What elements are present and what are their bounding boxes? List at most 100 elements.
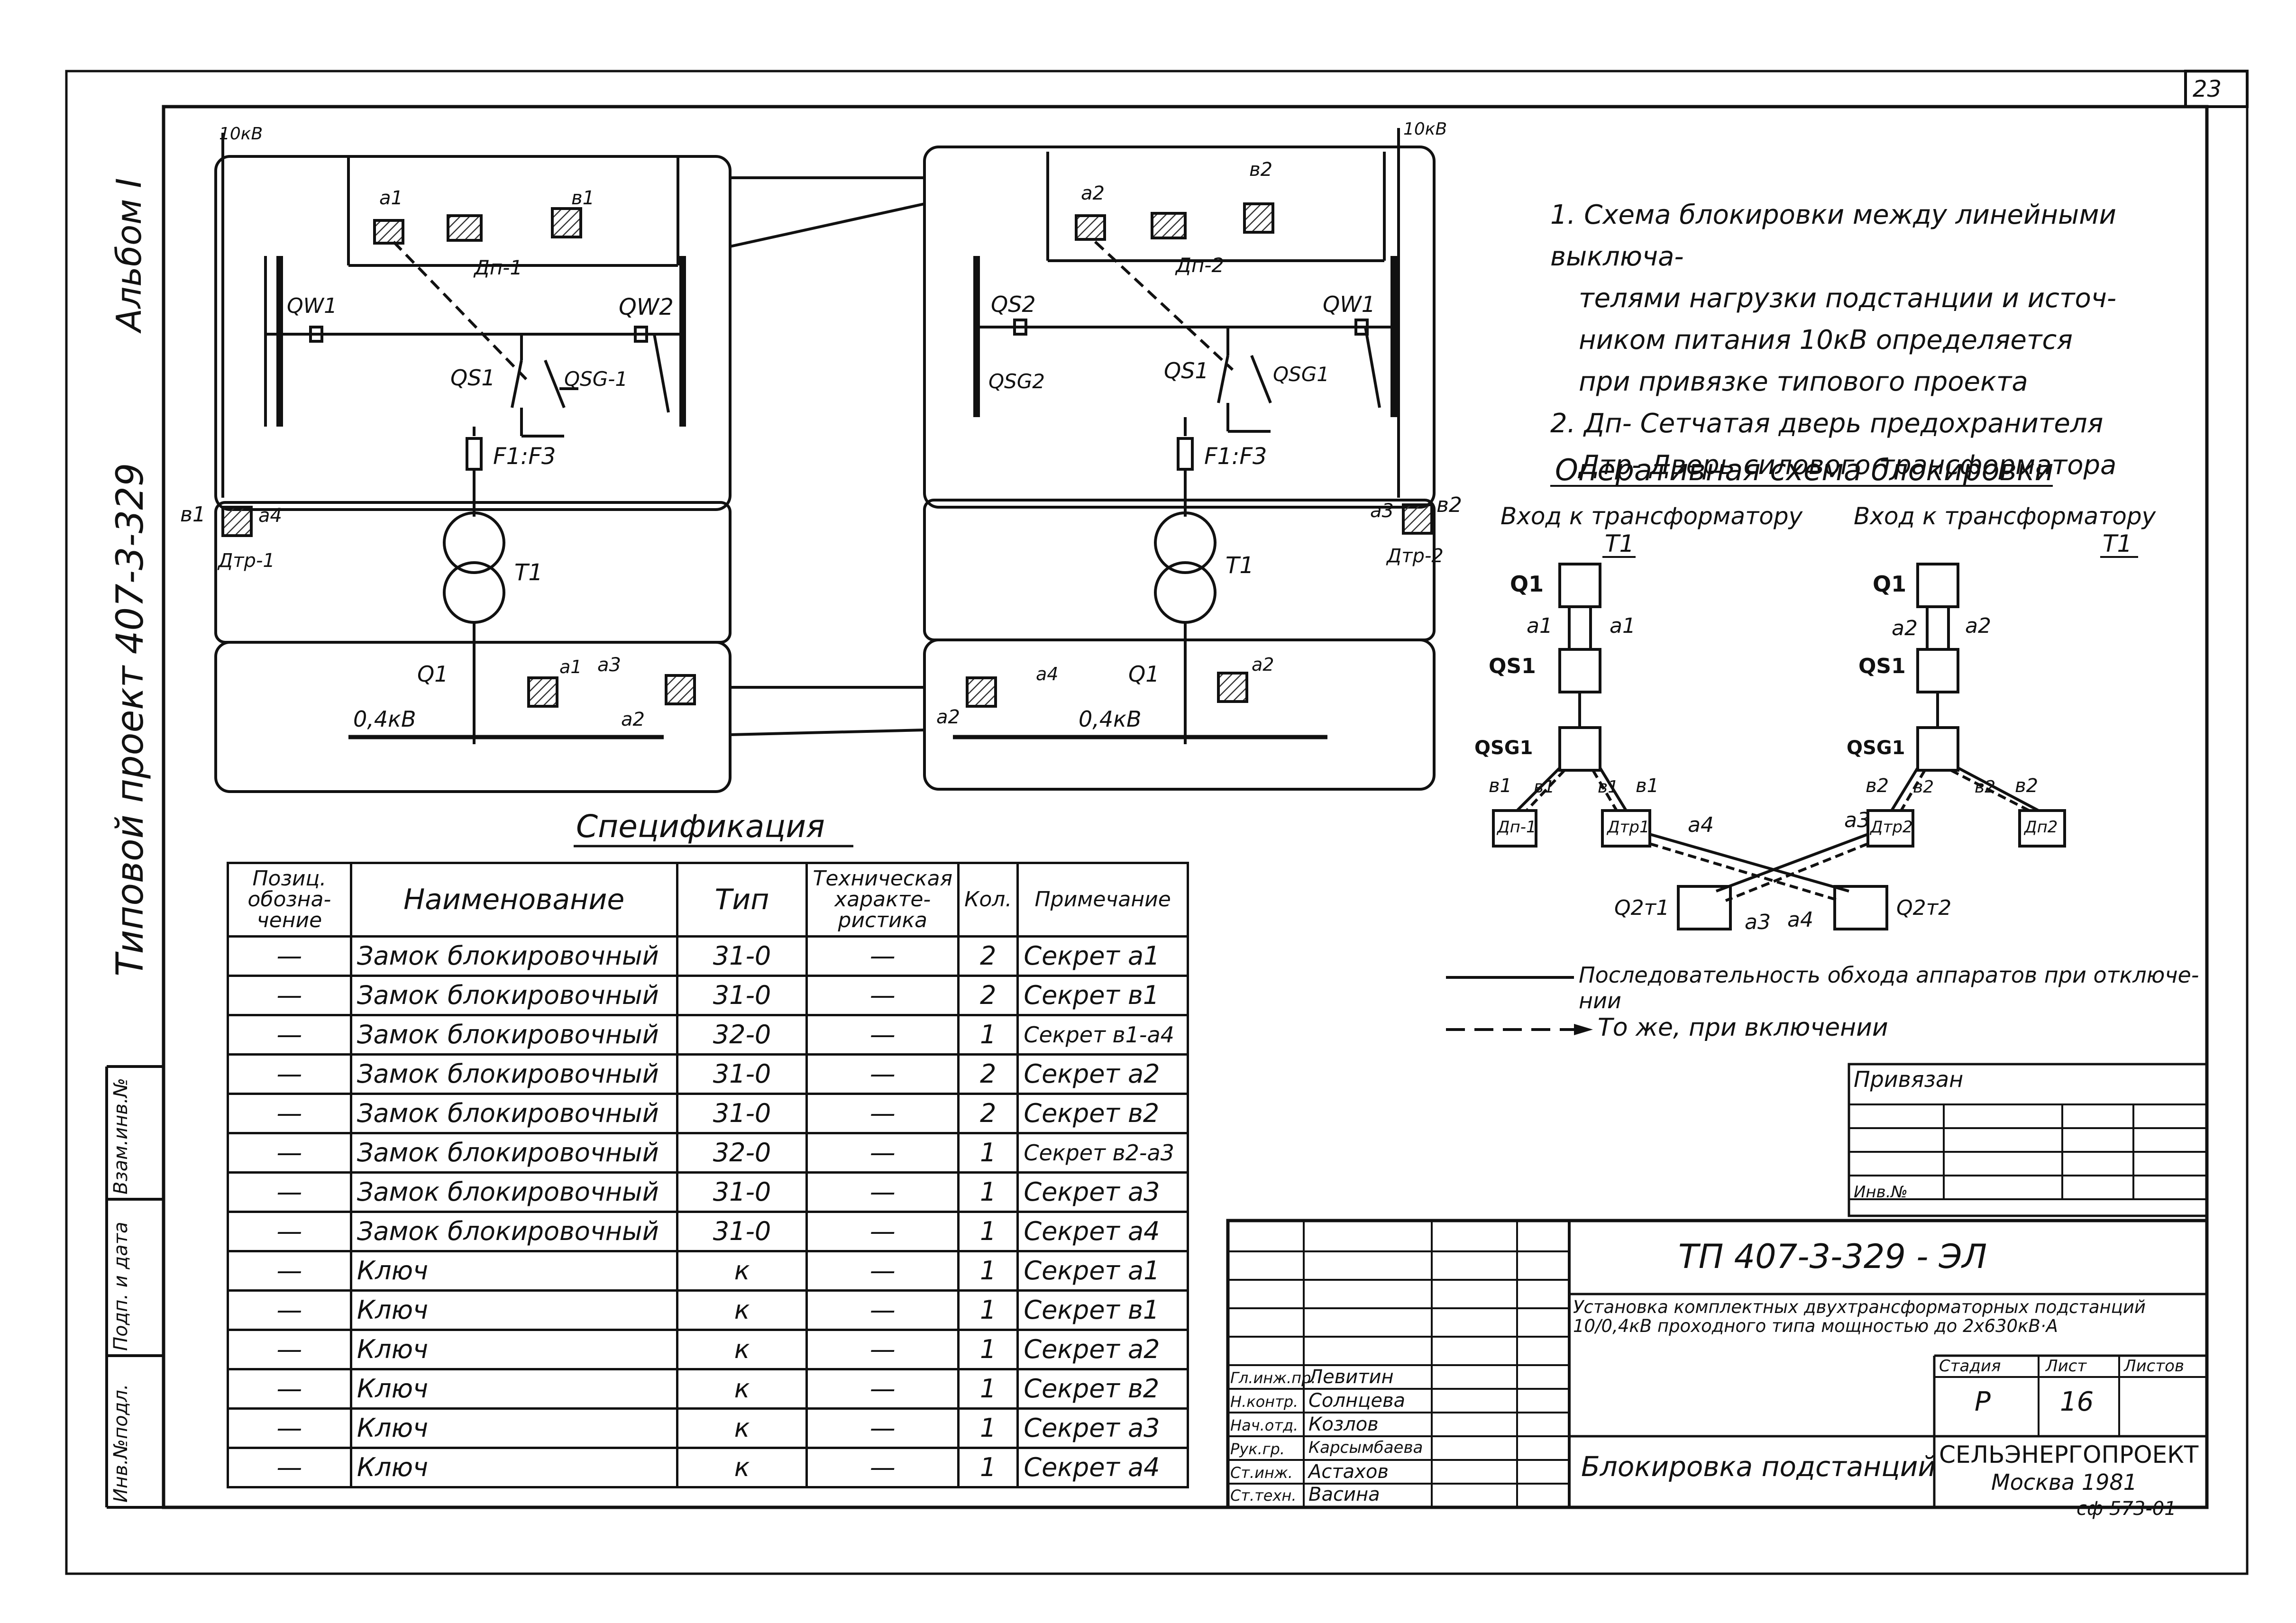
staff-name: Солнцева <box>1308 1390 1406 1412</box>
spec-cell: 32-0 <box>676 1132 808 1174</box>
op-left-qsg1: QSG1 <box>1474 737 1533 759</box>
note-line-4: при привязке типового проекта <box>1579 366 2028 397</box>
spec-cell: Замок блокировочный <box>349 1171 678 1213</box>
spec-cell: Секрет а2 <box>1016 1329 1189 1370</box>
spec-cell: — <box>805 1171 960 1213</box>
sheet-outer-frame <box>65 70 2249 1575</box>
spec-cell: Замок блокировочный <box>349 935 678 977</box>
op-right-qs1: QS1 <box>1858 654 1906 678</box>
left-substation <box>214 133 925 793</box>
right-fuse-label: F1:F3 <box>1204 443 1267 470</box>
spec-cell: к <box>676 1250 808 1292</box>
spec-cell: — <box>227 1329 352 1370</box>
right-lock-a2-breaker: а2 <box>1252 654 1274 675</box>
right-qs1-label: QS1 <box>1164 358 1209 383</box>
right-lock-b2-door: в2 <box>1436 493 1462 517</box>
op-key-b1-c: в1 <box>1598 777 1619 797</box>
spec-cell: 1 <box>957 1014 1019 1056</box>
op-input-right: Вход к трансформатору <box>1854 502 2156 530</box>
right-breaker-label: Q1 <box>1128 661 1160 687</box>
left-transformer-label: T1 <box>514 559 543 586</box>
op-key-b2-d: в2 <box>2015 775 2039 797</box>
spec-cell: Замок блокировочный <box>349 1014 678 1056</box>
sheet-value: 16 <box>2060 1386 2094 1417</box>
spec-cell: — <box>805 1368 960 1410</box>
op-key-a2-right: а2 <box>1965 614 1991 638</box>
stage-label: Стадия <box>1939 1357 2001 1376</box>
left-lock-a1-breaker: а1 <box>559 656 582 677</box>
spec-cell: Замок блокировочный <box>349 1132 678 1174</box>
op-key-b1-a: в1 <box>1489 775 1512 797</box>
spec-cell: к <box>676 1368 808 1410</box>
org-name: СЕЛЬЭНЕРГОПРОЕКТ <box>1939 1441 2199 1468</box>
right-lv-voltage: 0,4кВ <box>1079 706 1142 732</box>
staff-name: Козлов <box>1308 1413 1379 1435</box>
spec-cell: 31-0 <box>676 1171 808 1213</box>
staff-role: Гл.инж.пр. <box>1230 1369 1316 1387</box>
right-transformer-label: T1 <box>1226 552 1254 579</box>
spec-cell: 2 <box>957 1053 1019 1095</box>
spec-cell: Секрет в1 <box>1016 975 1189 1016</box>
spec-cell: 2 <box>957 1093 1019 1134</box>
left-door-fuse-label: Дп-1 <box>474 256 523 279</box>
spec-cell: — <box>805 1093 960 1134</box>
spec-cell: — <box>227 1171 352 1213</box>
right-substation <box>923 128 1436 791</box>
note-line-2: телями нагрузки подстанции и источ- <box>1579 283 2117 314</box>
spec-cell: 31-0 <box>676 1093 808 1134</box>
right-lock-a4: а4 <box>1036 664 1059 684</box>
spec-cell: Ключ <box>349 1250 678 1292</box>
sheet-label: Лист <box>2046 1357 2087 1376</box>
spec-cell: к <box>676 1329 808 1370</box>
spec-cell: к <box>676 1447 808 1488</box>
spec-cell: — <box>227 1211 352 1252</box>
spec-cell: 31-0 <box>676 1053 808 1095</box>
op-left-dtr1: Дтр1 <box>1607 818 1650 837</box>
spec-cell: — <box>227 1053 352 1095</box>
spec-cell: — <box>227 935 352 977</box>
staff-name: Левитин <box>1308 1366 1394 1388</box>
project-label: Типовой проект 407-3-329 <box>109 463 152 976</box>
op-scheme-graph <box>1492 485 2138 930</box>
left-lock-a2: а2 <box>621 709 645 730</box>
spec-cell: — <box>805 1053 960 1095</box>
op-key-a3-top: а3 <box>1844 808 1870 832</box>
spec-cell: 1 <box>957 1447 1019 1488</box>
spec-cell: Ключ <box>349 1407 678 1449</box>
op-right-dtr2: Дтр2 <box>1870 818 1913 837</box>
spec-cell: — <box>227 1407 352 1449</box>
sheet-title: Блокировка подстанций <box>1581 1450 1936 1483</box>
left-lock-a3: а3 <box>597 654 621 676</box>
op-key-a2-left: а2 <box>1892 616 1918 640</box>
spec-cell: 1 <box>957 1407 1019 1449</box>
op-key-a4-top: а4 <box>1688 813 1714 837</box>
spec-cell: 2 <box>957 975 1019 1016</box>
spec-cell: Секрет а3 <box>1016 1171 1189 1213</box>
op-right-q1: Q1 <box>1873 571 1907 597</box>
op-left-dp1: Дп-1 <box>1497 818 1537 837</box>
spec-cell: 31-0 <box>676 935 808 977</box>
note-line-3: ником питания 10кВ определяется <box>1579 325 2073 356</box>
spec-cell: 1 <box>957 1132 1019 1174</box>
right-hv-voltage: 10кВ <box>1403 119 1447 139</box>
right-qsg2-label: QSG2 <box>988 370 1045 393</box>
spec-cell: Ключ <box>349 1447 678 1488</box>
archive-number: сф 573-01 <box>2076 1498 2177 1520</box>
stamp-inv-original: Инв.№подл. <box>110 1384 132 1503</box>
spec-cell: Секрет в1-а4 <box>1016 1014 1189 1056</box>
op-right-qsg1: QSG1 <box>1847 737 1905 759</box>
left-fuse-label: F1:F3 <box>493 443 556 470</box>
spec-cell: 31-0 <box>676 1211 808 1252</box>
legend-solid-text: Последовательность обхода аппаратов при … <box>1579 962 2199 1013</box>
staff-role: Нач.отд. <box>1230 1416 1299 1434</box>
right-lock-a3-door: а3 <box>1370 500 1394 522</box>
spec-cell: — <box>227 1368 352 1410</box>
spec-header-qty: Кол. <box>957 862 1019 938</box>
